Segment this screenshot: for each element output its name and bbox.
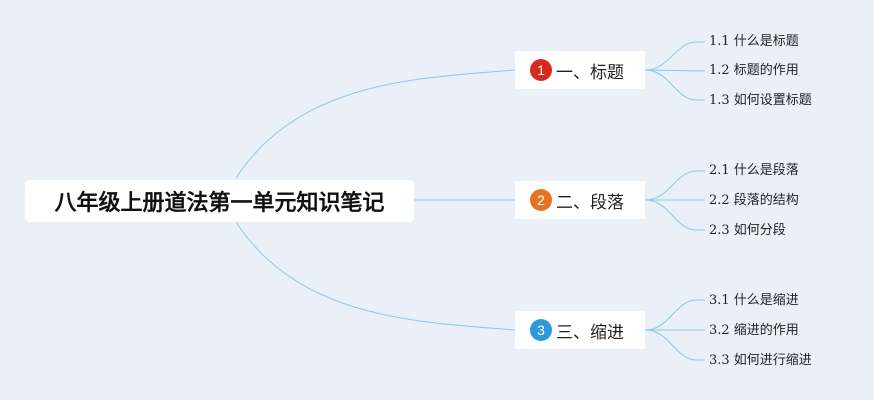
subtopic-3-3[interactable]: 3.3 如何进行缩进 <box>709 353 812 368</box>
branch-node-1[interactable]: 1 一、标题 <box>515 51 645 89</box>
subtopic-2-2[interactable]: 2.2 段落的结构 <box>709 193 799 208</box>
subtopic-3-2[interactable]: 3.2 缩进的作用 <box>709 323 799 338</box>
root-topic-title: 八年级上册道法第一单元知识笔记 <box>54 191 385 216</box>
subtopic-1-3[interactable]: 1.3 如何设置标题 <box>709 93 812 108</box>
root-to-branch-1-connector <box>235 69 516 179</box>
subtopic-2-3[interactable]: 2.3 如何分段 <box>709 223 786 238</box>
branch-label-2: 二、段落 <box>556 192 624 213</box>
root-to-branch-3-connector <box>235 221 516 331</box>
subtopic-1-2[interactable]: 1.2 标题的作用 <box>709 63 799 78</box>
branch-3-leaf-1-connector <box>644 299 705 331</box>
subtopic-2-1[interactable]: 2.1 什么是段落 <box>709 163 799 178</box>
branch-2-leaf-1-connector <box>644 170 705 201</box>
number-1-badge-icon: 1 <box>530 59 552 81</box>
branch-1-leaf-2-connector <box>644 69 706 72</box>
branch-label-1: 一、标题 <box>556 62 624 83</box>
subtopic-1-1[interactable]: 1.1 什么是标题 <box>709 34 799 49</box>
number-2-badge-icon: 2 <box>530 189 552 211</box>
root-topic-node[interactable]: 八年级上册道法第一单元知识笔记 <box>25 180 414 222</box>
branch-1-leaf-3-connector <box>644 69 705 101</box>
branch-label-3: 三、缩进 <box>556 322 624 343</box>
branch-node-2[interactable]: 2 二、段落 <box>515 181 645 219</box>
subtopic-3-1[interactable]: 3.1 什么是缩进 <box>709 293 799 308</box>
branch-node-3[interactable]: 3 三、缩进 <box>515 311 645 349</box>
branch-3-leaf-3-connector <box>644 329 705 361</box>
number-3-badge-icon: 3 <box>530 319 552 341</box>
branch-2-leaf-3-connector <box>644 199 705 231</box>
branch-1-leaf-1-connector <box>644 41 705 71</box>
